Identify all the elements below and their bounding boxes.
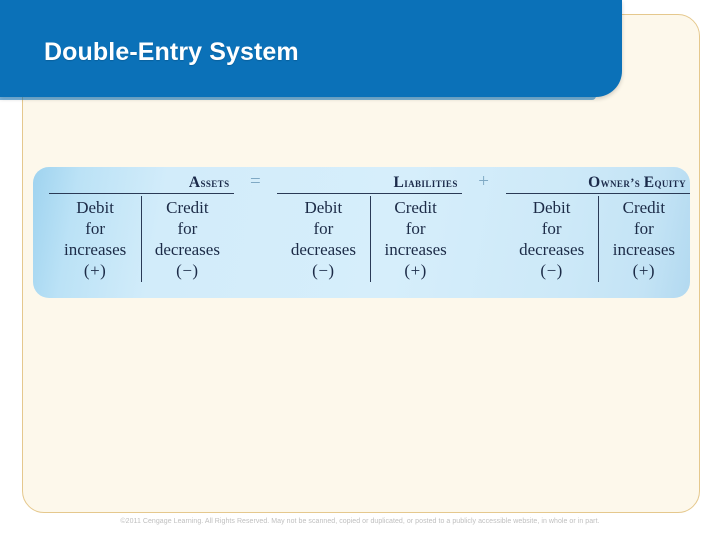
liabilities-credit-column: Credit for increases (+) [370,194,462,290]
equity-debit-sign: (−) [540,261,563,280]
liabilities-credit-sign: (+) [404,261,427,280]
liabilities-header-initial: L [393,174,405,191]
equity-header-rule [505,193,690,194]
assets-debit-line2: for [85,219,106,238]
assets-columns: Debit for increases (+) Credit for decre… [49,194,234,290]
liabilities-debit-line1: Debit [304,198,343,217]
accounting-equation-figure: Assets Debit for increases (+) Credit fo… [33,167,690,298]
equation-row: Assets Debit for increases (+) Credit fo… [33,167,690,298]
assets-credit-line1: Credit [166,198,209,217]
assets-credit-column: Credit for decreases (−) [141,194,233,290]
liabilities-debit-column: Debit for decreases (−) [277,194,369,290]
assets-debit-line1: Debit [76,198,115,217]
equity-credit-column: Credit for increases (+) [598,194,690,290]
equity-debit-column: Debit for decreases (−) [506,194,598,290]
equity-debit-line2: for [541,219,562,238]
equity-columns: Debit for decreases (−) Credit for incre… [506,194,691,290]
equity-header-initial2: E [643,174,655,191]
account-group-liabilities: Liabilities Debit for decreases (−) Cred… [277,167,462,290]
equity-credit-line2: for [633,219,654,238]
copyright-footer: ©2011 Cengage Learning. All Rights Reser… [120,518,600,525]
account-group-assets-header: Assets [49,174,234,193]
assets-header-rest: ssets [200,176,230,190]
assets-header-rule [49,193,234,194]
equity-header-rest2: quity [654,176,686,190]
liabilities-header-rest: iabilities [404,176,458,190]
assets-credit-line2: for [177,219,198,238]
liabilities-debit-sign: (−) [312,261,335,280]
equity-debit-line3: decreases [519,240,585,259]
assets-header-initial: A [188,174,201,191]
account-group-liabilities-header: Liabilities [277,174,462,193]
liabilities-debit-line2: for [313,219,334,238]
equals-operator: = [250,171,261,192]
liabilities-credit-line1: Credit [394,198,437,217]
liabilities-credit-line3: increases [384,240,447,259]
equity-debit-line1: Debit [532,198,571,217]
equity-header-rest: wner’s [600,176,644,190]
equity-header-initial: O [588,174,601,191]
liabilities-debit-line3: decreases [290,240,356,259]
account-group-owners-equity: Owner’s Equity Debit for decreases (−) C… [505,167,691,290]
page-title: Double-Entry System [44,38,299,66]
assets-debit-line3: increases [63,240,127,259]
equity-credit-line3: increases [612,240,676,259]
assets-credit-sign: (−) [176,261,199,280]
account-group-owners-equity-header: Owner’s Equity [506,174,691,193]
assets-debit-sign: (+) [83,261,107,280]
equity-credit-line1: Credit [622,198,666,217]
plus-operator: + [478,171,489,192]
liabilities-columns: Debit for decreases (−) Credit for incre… [277,194,462,290]
assets-credit-line3: decreases [154,240,220,259]
slide-title-band: Double-Entry System [0,0,622,100]
account-group-assets: Assets Debit for increases (+) Credit fo… [49,167,234,290]
liabilities-header-rule [277,193,462,194]
liabilities-credit-line2: for [405,219,426,238]
equity-credit-sign: (+) [632,261,656,280]
assets-debit-column: Debit for increases (+) [49,194,141,290]
